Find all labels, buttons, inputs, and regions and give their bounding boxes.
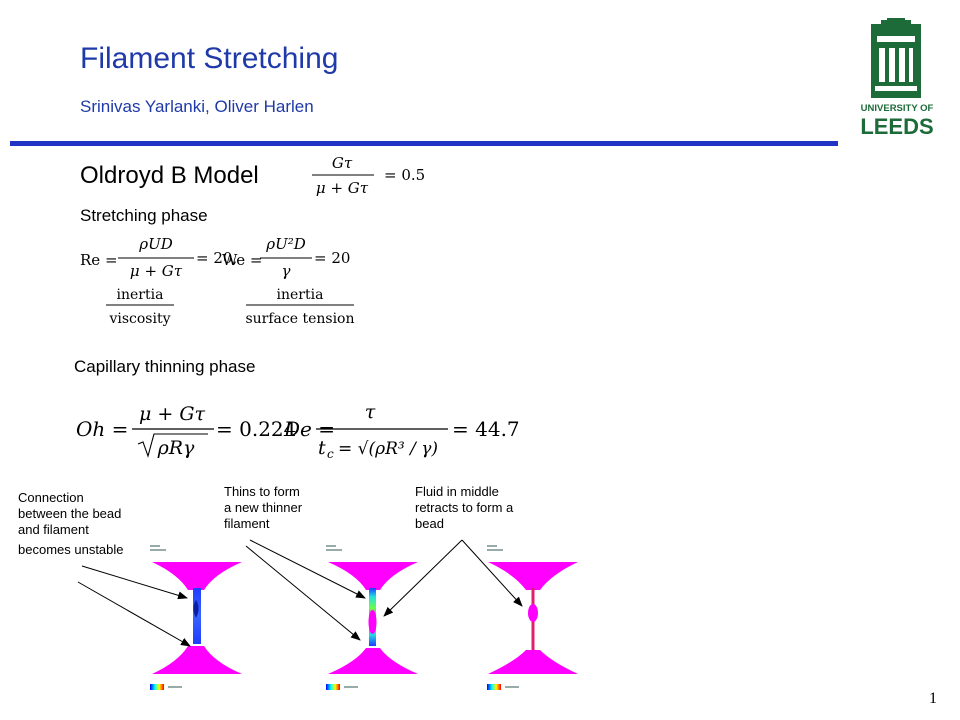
model-ratio-denominator: μ + Gτ xyxy=(316,179,369,197)
we-meaning-denominator: surface tension xyxy=(245,311,354,327)
annotation-thins-line: a new thinner xyxy=(224,500,303,515)
logo-text-line2: LEEDS xyxy=(860,114,933,138)
de-numerator: τ xyxy=(365,401,376,423)
arrow-fluid-left xyxy=(383,539,463,617)
simulation-frame-1 xyxy=(150,545,242,690)
oh-denominator: ρRγ xyxy=(157,437,195,459)
logo-graphic: UNIVERSITY OF LEEDS xyxy=(843,18,951,139)
simulation-frame-2 xyxy=(326,545,418,690)
title-divider xyxy=(10,141,838,146)
capillary-heading: Capillary thinning phase xyxy=(74,357,256,376)
university-logo: UNIVERSITY OF LEEDS xyxy=(843,18,951,139)
page-number: 1 xyxy=(929,690,937,707)
de-denominator-root: = √(ρR³ / γ) xyxy=(338,439,438,459)
oh-lhs: Oh = xyxy=(76,417,128,441)
annotation-thins: Thins to form a new thinner filament xyxy=(224,484,302,532)
we-value: = 20 xyxy=(314,249,350,267)
model-ratio-numerator: Gτ xyxy=(332,154,353,172)
stretching-equations: Re = ρUD μ + Gτ = 20, We = ρU²D γ = 20 i… xyxy=(80,235,355,327)
re-lhs: Re = xyxy=(80,251,118,269)
annotation-fluid-line: Fluid in middle xyxy=(415,484,499,499)
capillary-equations: Oh = μ + Gτ ρRγ = 0.224 De = τ t c = √(ρ… xyxy=(76,401,520,461)
oh-numerator: μ + Gτ xyxy=(139,403,206,425)
slide-subtitle: Srinivas Yarlanki, Oliver Harlen xyxy=(80,97,314,116)
re-numerator: ρUD xyxy=(138,235,173,253)
we-meaning-numerator: inertia xyxy=(277,287,324,303)
re-meaning-numerator: inertia xyxy=(117,287,164,303)
logo-text-line1: UNIVERSITY OF xyxy=(861,103,934,114)
re-value: = 20, xyxy=(196,249,237,267)
arrow-thins-top xyxy=(249,539,366,599)
de-denominator-t: t xyxy=(318,437,326,459)
re-meaning-denominator: viscosity xyxy=(108,311,170,327)
annotation-thins-line: Thins to form xyxy=(224,484,300,499)
annotation-fluid-line: retracts to form a xyxy=(415,500,514,515)
stretching-heading: Stretching phase xyxy=(80,206,208,225)
annotation-arrows xyxy=(77,539,523,647)
model-ratio-value: = 0.5 xyxy=(384,166,425,184)
slide-title: Filament Stretching xyxy=(80,42,339,75)
annotation-thins-line: filament xyxy=(224,516,270,531)
arrow-fluid-right xyxy=(461,539,523,607)
annotation-fluid: Fluid in middle retracts to form a bead xyxy=(415,484,513,532)
we-lhs: We = xyxy=(222,251,262,269)
de-value: = 44.7 xyxy=(452,417,520,441)
model-heading: Oldroyd B Model xyxy=(80,162,259,189)
annotation-connection-line: between the bead xyxy=(18,506,122,521)
arrow-connection-bottom xyxy=(77,581,191,647)
annotation-fluid-line: bead xyxy=(415,516,444,531)
we-denominator: γ xyxy=(282,262,291,280)
oh-value: = 0.224 xyxy=(216,417,296,441)
annotation-connection-tail: becomes unstable xyxy=(18,542,124,557)
annotation-connection-line: and filament xyxy=(18,522,89,537)
annotation-connection-line: Connection xyxy=(18,490,84,505)
arrow-connection-top xyxy=(81,565,188,600)
model-ratio-equation: Gτ μ + Gτ = 0.5 xyxy=(312,154,425,197)
re-denominator: μ + Gτ xyxy=(130,262,183,280)
annotation-connection: Connection between the bead and filament… xyxy=(18,490,124,558)
de-denominator-subscript: c xyxy=(327,447,334,461)
simulation-frame-3 xyxy=(487,545,578,690)
arrow-thins-bottom xyxy=(245,545,361,641)
we-numerator: ρU²D xyxy=(265,235,306,253)
